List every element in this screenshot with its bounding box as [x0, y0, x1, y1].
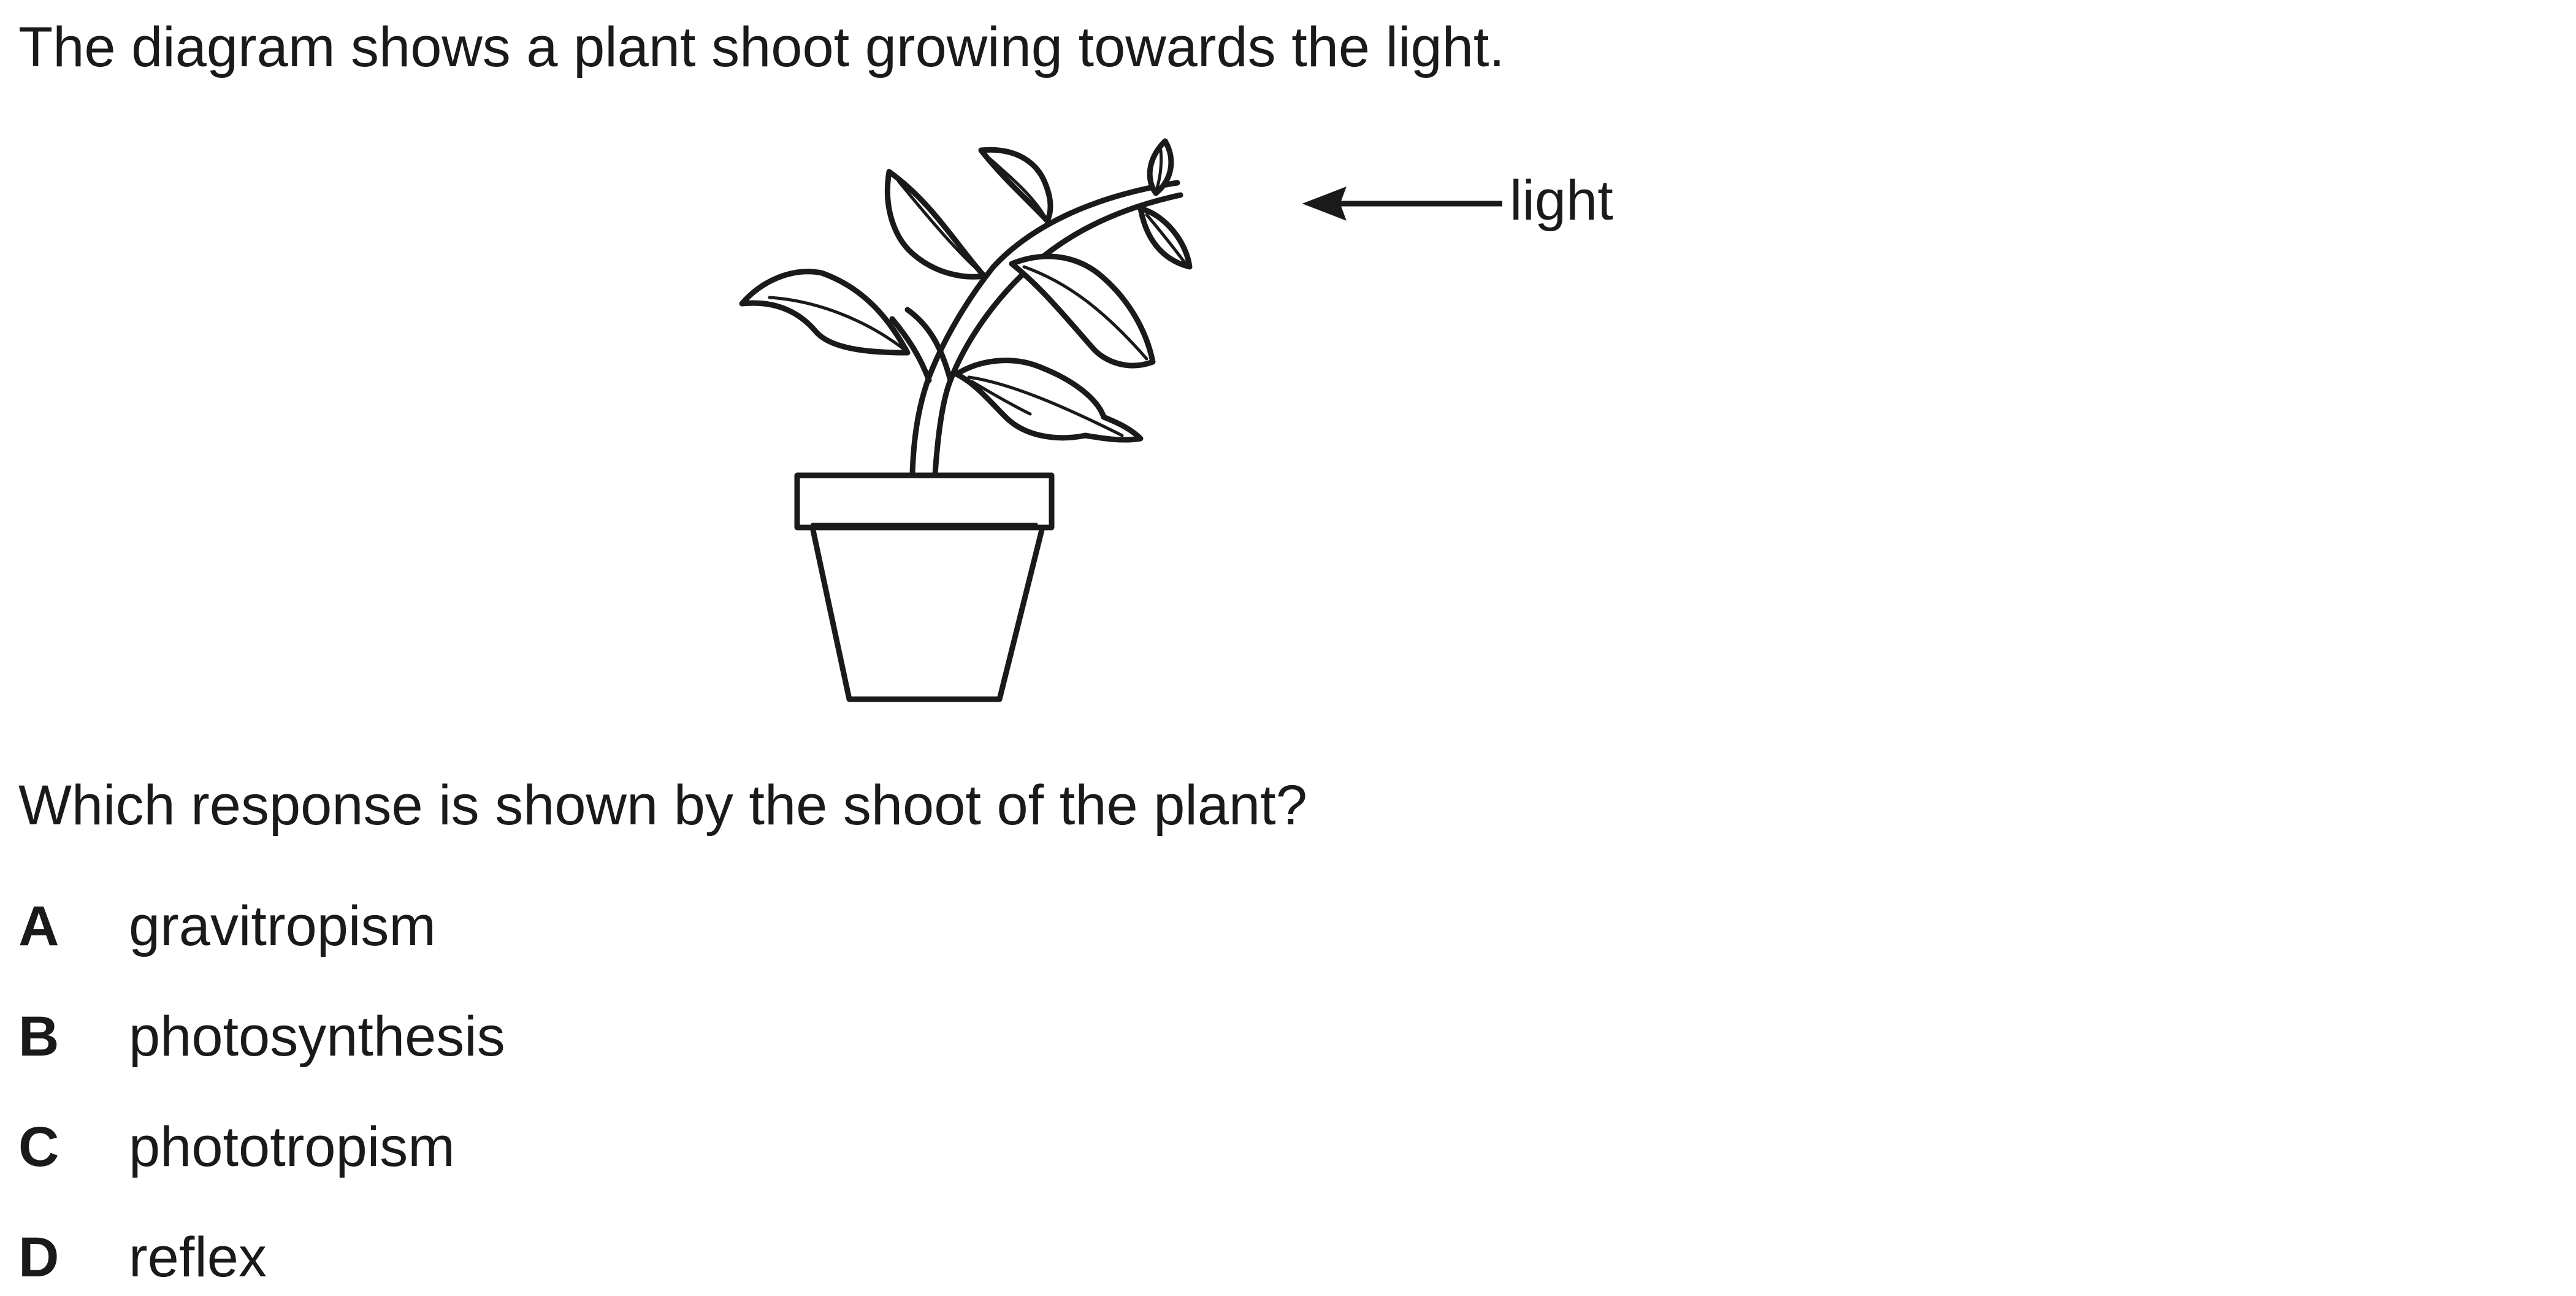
option-text: photosynthesis	[129, 1005, 505, 1068]
pot-rim	[794, 472, 1055, 531]
stem	[909, 180, 1180, 477]
leaf-right-middle	[1009, 253, 1156, 369]
pot-body	[809, 524, 1045, 702]
plant-diagram	[724, 135, 1705, 718]
plant-shoot-illustration	[739, 138, 1502, 702]
leaf-left	[739, 269, 911, 356]
light-label: light	[1510, 169, 1613, 232]
light-arrow	[1302, 186, 1502, 221]
option-letter: D	[18, 1226, 59, 1289]
option-text: reflex	[129, 1226, 267, 1289]
intro-text: The diagram shows a plant shoot growing …	[18, 16, 1505, 79]
option-text: phototropism	[129, 1116, 455, 1178]
option-letter: A	[18, 895, 59, 957]
option-letter: C	[18, 1116, 59, 1178]
option-letter: B	[18, 1005, 59, 1068]
option-text: gravitropism	[129, 895, 437, 957]
question-text: Which response is shown by the shoot of …	[18, 774, 1307, 837]
